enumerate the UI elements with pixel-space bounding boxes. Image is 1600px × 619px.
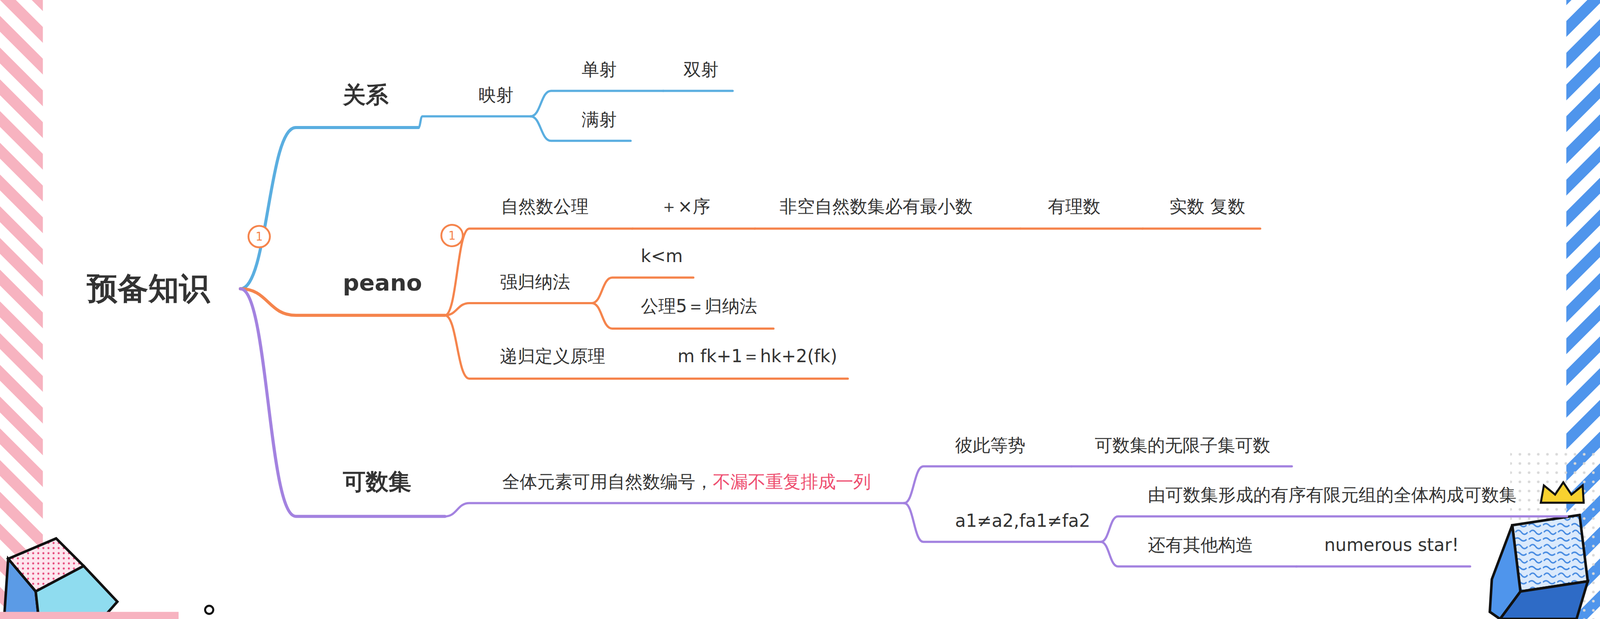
topic-node: peano: [295, 267, 445, 316]
branch-line: [1071, 465, 1292, 468]
topic-text: 由可数集形成的有序有限元组的全体构成可数集: [1147, 484, 1517, 505]
branch-line: [445, 302, 593, 316]
topic-node: a1≠a2,fa1≠fa2: [923, 509, 1101, 543]
topic-text: 全体元素可用自然数编号，: [502, 471, 713, 492]
branch-line: [904, 466, 1072, 504]
branch-line: [445, 315, 654, 379]
topic-text: peano: [342, 269, 422, 296]
branch-line: [445, 228, 633, 316]
topic-node: 可数集: [295, 466, 445, 517]
topic-text: numerous star!: [1324, 534, 1460, 555]
topic-node: m fk+1＝hk+2(fk): [653, 344, 849, 379]
topic-node: 可数集的无限子集可数: [1071, 433, 1292, 467]
topic-node: 映射: [422, 83, 531, 117]
topic-text: 非空自然数集必有最小数: [779, 196, 973, 217]
topic-text: m fk+1＝hk+2(fk): [677, 345, 838, 367]
topic-text: 双射: [683, 59, 719, 80]
topic-text: 可数集: [342, 468, 412, 495]
topic-text: ＋×序: [660, 196, 711, 217]
topic-text: 强归纳法: [499, 271, 571, 292]
topic-node: 非空自然数集必有最小数: [755, 194, 1021, 229]
branch-line: [240, 127, 419, 289]
topic-text: 关系: [342, 81, 389, 108]
topic-node: 实数 复数: [1143, 194, 1261, 229]
branch-line: [663, 89, 733, 92]
topic-text: 单射: [581, 59, 617, 80]
topic-text: 自然数公理: [500, 196, 589, 217]
topic-text: 满射: [581, 109, 617, 130]
branch-line: [904, 503, 1101, 542]
topic-node: 强归纳法: [469, 270, 592, 304]
topic-text: 有理数: [1047, 196, 1101, 217]
topic-node: 满射: [550, 107, 631, 141]
topic-text: k<m: [640, 245, 684, 267]
branch-line: [1143, 227, 1261, 230]
topic-node: 关系: [295, 79, 419, 128]
root-topic: 预备知识: [86, 268, 215, 309]
topic-text: 还有其他构造: [1147, 534, 1254, 555]
topic-node: 有理数: [1020, 194, 1144, 229]
topic-node: ＋×序: [632, 194, 756, 229]
topic-text: 映射: [478, 84, 514, 105]
topic-node: 彼此等势: [923, 433, 1072, 467]
branch-line: [755, 227, 1021, 230]
branch-line: [653, 377, 849, 380]
topic-text: 可数集的无限子集可数: [1094, 435, 1271, 456]
branch-line: [632, 227, 756, 230]
topic-text: 彼此等势: [955, 435, 1026, 456]
topic-text: 不漏不重复排成一列: [712, 471, 871, 492]
branch-line: [240, 288, 446, 517]
topic-node: numerous star!: [1296, 533, 1471, 567]
topic-node: 自然数公理: [469, 194, 633, 229]
topic-text: 实数 复数: [1169, 196, 1246, 217]
branch-line: [1020, 227, 1144, 230]
topic-text: 预备知识: [86, 270, 210, 307]
topic-node: k<m: [612, 244, 694, 278]
callout-number: 1: [250, 227, 268, 246]
topic-text: 公理5＝归纳法: [640, 295, 758, 317]
topic-node: 公理5＝归纳法: [612, 294, 774, 329]
branch-line: [1296, 565, 1471, 568]
branch-line: [445, 503, 905, 517]
topic-node: 递归定义原理: [469, 344, 653, 379]
topic-node: 还有其他构造: [1118, 533, 1297, 567]
callout-number: 1: [443, 226, 461, 245]
branch-line: [418, 116, 531, 128]
topic-node: 双射: [663, 57, 733, 91]
topic-node: 全体元素可用自然数编号，不漏不重复排成一列: [469, 470, 904, 504]
topic-text: 递归定义原理: [499, 345, 606, 367]
topic-node: 单射: [550, 57, 664, 91]
topic-node: 由可数集形成的有序有限元组的全体构成可数集: [1118, 483, 1568, 517]
topic-text: a1≠a2,fa1≠fa2: [955, 510, 1091, 531]
